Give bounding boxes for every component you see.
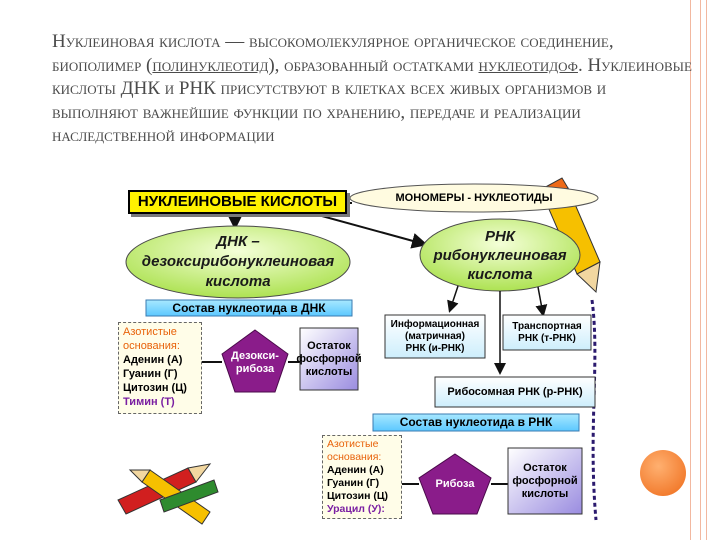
decor-curve [590, 299, 598, 521]
dna-base-guanine: Гуанин (Г) [123, 368, 178, 380]
rna-base-adenine: Аденин (А) [327, 464, 384, 476]
orange-circle-icon [640, 450, 686, 496]
rna-base-uracil: Урацил (У): [327, 503, 385, 515]
rna-label: РНК рибонуклеиновая кислота [420, 227, 580, 284]
monomers-oval [349, 183, 599, 213]
mrna-line-1: Информационная [390, 318, 480, 330]
dna-label: ДНК – дезоксирибонуклеиновая кислота [128, 232, 348, 292]
dna-base-adenine: Аденин (А) [123, 354, 183, 366]
dna-oval [125, 225, 351, 299]
dna-phosphate-line-3: кислоты [305, 365, 353, 378]
rna-base-cytosine: Цитозин (Ц) [327, 490, 389, 502]
heading-part-1: — высокомолекулярное органическое соедин… [52, 31, 614, 76]
dna-line-1: ДНК – [216, 233, 260, 250]
dna-line-3: кислота [205, 273, 271, 290]
rna-phosphate-shape [507, 447, 583, 515]
mrna-line-3: РНК (и-РНК) [405, 342, 465, 354]
deoxyribose-label: Дезокси- рибоза [222, 350, 288, 376]
rna-bases-heading-2: основания: [327, 451, 382, 463]
rna-phosphate-line-3: кислоты [521, 487, 569, 500]
diagram-title: НУКЛЕИНОВЫЕ КИСЛОТЫ [128, 190, 347, 214]
rrna-label: Рибосомная РНК (р-РНК) [447, 385, 583, 398]
monomers-label: МОНОМЕРЫ - НУКЛЕОТИДЫ [395, 192, 553, 204]
dna-phosphate-shape [299, 327, 359, 391]
trna-line-1: Транспортная [512, 320, 582, 332]
dna-bases-box: Азотистые основания: Аденин (А) Гуанин (… [118, 322, 202, 414]
frame-line-3 [706, 0, 707, 540]
rna-bases-heading-1: Азотистые [327, 438, 379, 450]
rna-line-3: кислота [467, 266, 533, 283]
dna-bases-heading-2: основания: [123, 340, 180, 352]
deoxyribose-line-2: рибоза [235, 363, 275, 375]
rna-phosphate-line-2: фосфорной [512, 474, 578, 487]
deoxyribose-line-1: Дезокси- [231, 350, 279, 362]
arrow-to-mrna [447, 285, 459, 313]
heading-link-polynucleotide[interactable]: полинуклеотид [152, 54, 269, 76]
heading-part-2: ), образованный остатками [268, 54, 479, 76]
arrow-to-trna [535, 286, 548, 317]
heading-part-3: . Нуклеиновые кислоты ДНК и РНК присутст… [52, 54, 692, 147]
crayons-icon [117, 463, 219, 525]
mrna-line-2: (матричная) [405, 330, 465, 342]
rna-composition-label: Состав нуклеотида в РНК [399, 415, 553, 429]
ribose-label: Рибоза [435, 478, 475, 490]
rna-line-2: рибонуклеиновая [433, 247, 567, 264]
dna-phosphate-line-1: Остаток [307, 339, 351, 352]
deoxyribose-pentagon [221, 329, 289, 393]
mrna-label: Информационная (матричная) РНК (и-РНК) [385, 315, 485, 358]
rna-base-guanine: Гуанин (Г) [327, 477, 380, 489]
rrna-shape [434, 376, 596, 408]
slide-heading: Нуклеиновая кислота — высокомолекулярное… [52, 30, 692, 148]
rna-composition-bar [372, 413, 580, 432]
mrna-shape [384, 314, 486, 359]
rna-phosphate-line-1: Остаток [523, 461, 567, 474]
ribose-pentagon [418, 453, 492, 515]
dna-base-cytosine: Цитозин (Ц) [123, 382, 187, 394]
dna-phosphate-label: Остаток фосфорной кислоты [296, 328, 361, 390]
dna-line-2: дезоксирибонуклеиновая [141, 253, 335, 270]
dna-base-thymine: Тимин (Т) [123, 396, 175, 408]
dna-phosphate-line-2: фосфорной [296, 352, 362, 365]
trna-shape [502, 314, 592, 351]
rna-phosphate-label: Остаток фосфорной кислоты [508, 448, 582, 514]
heading-term: Нуклеиновая кислота [52, 31, 221, 52]
heading-link-nucleotides[interactable]: нуклеотидоф [478, 54, 578, 76]
arrow-to-rna [299, 209, 428, 249]
dna-composition-label: Состав нуклеотида в ДНК [172, 301, 326, 315]
frame-line-2 [700, 0, 701, 540]
dna-composition-bar [145, 299, 353, 317]
rna-line-1: РНК [484, 228, 516, 245]
trna-line-2: РНК (т-РНК) [518, 332, 576, 344]
frame-line-1 [690, 0, 691, 540]
trna-label: Транспортная РНК (т-РНК) [503, 315, 591, 350]
dna-bases-heading-1: Азотистые [123, 326, 177, 338]
rna-bases-box: Азотистые основания: Аденин (А) Гуанин (… [322, 435, 402, 519]
